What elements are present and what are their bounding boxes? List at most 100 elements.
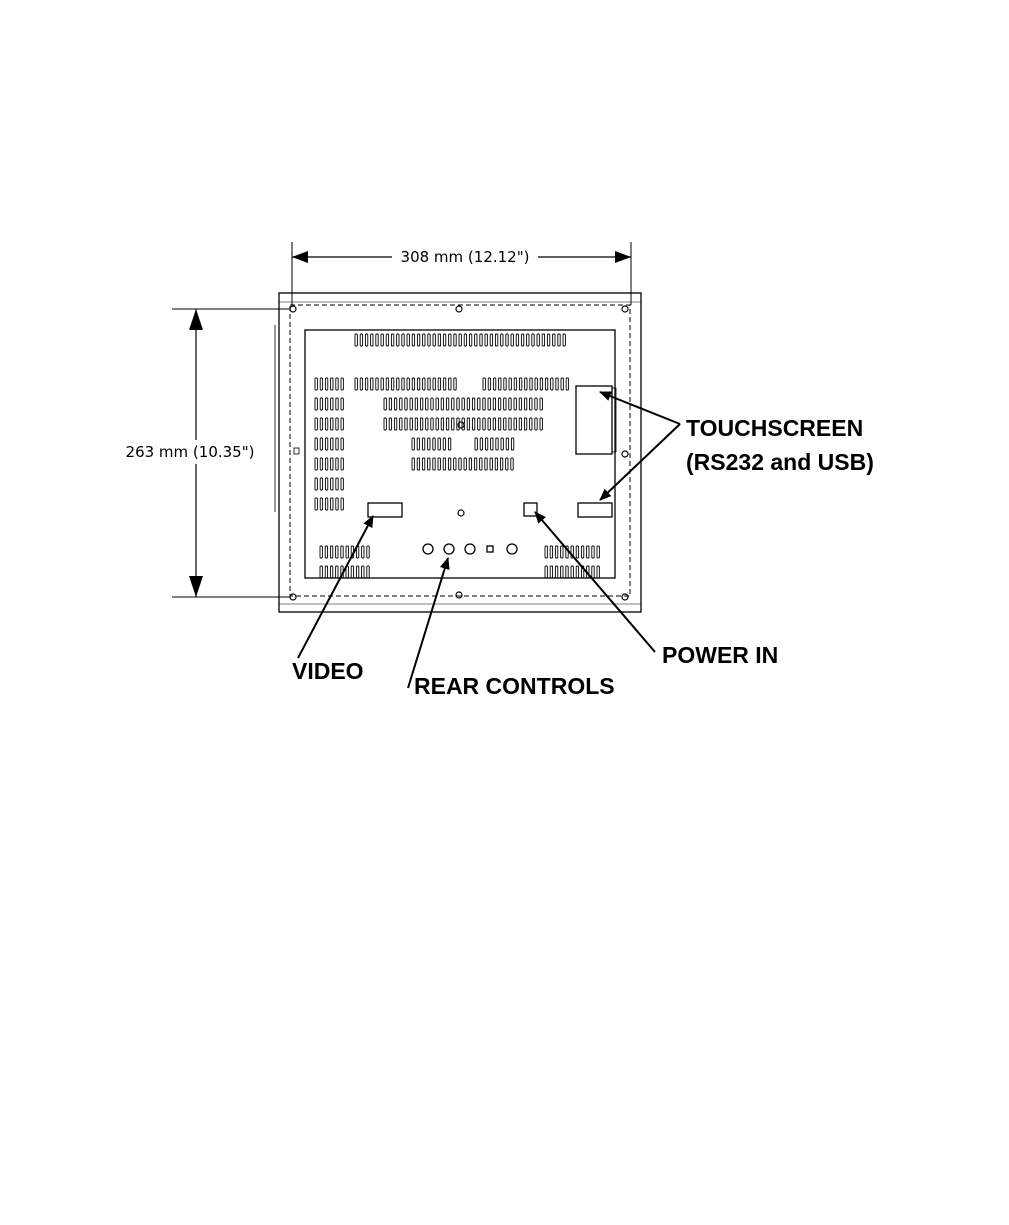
vent-slot	[493, 378, 495, 390]
vent-slot	[581, 546, 583, 558]
vent-slot	[597, 566, 599, 578]
vent-slot	[331, 418, 333, 430]
vent-slot	[371, 334, 373, 346]
touchscreen-label-line1: TOUCHSCREEN	[686, 415, 863, 441]
vent-slot	[561, 378, 563, 390]
vent-slot	[498, 418, 500, 430]
vent-slot	[467, 418, 469, 430]
vent-slot	[561, 546, 563, 558]
width-dimension-label: 308 mm (12.12")	[401, 248, 530, 266]
vent-slot	[428, 334, 430, 346]
vent-slot	[530, 418, 532, 430]
vent-slot	[530, 378, 532, 390]
vent-slot	[422, 458, 424, 470]
vent-slot	[325, 566, 327, 578]
vent-slot	[407, 334, 409, 346]
vent-slot	[355, 334, 357, 346]
vent-slot	[325, 438, 327, 450]
vent-slot	[545, 378, 547, 390]
vent-slot	[480, 458, 482, 470]
vent-slot	[495, 334, 497, 346]
vent-slot	[488, 418, 490, 430]
vent-slot	[545, 546, 547, 558]
vent-slot	[431, 418, 433, 430]
vent-slot	[480, 438, 482, 450]
height-dimension: 263 mm (10.35")	[112, 309, 290, 597]
vent-slot	[391, 334, 393, 346]
vent-slot	[325, 418, 327, 430]
vent-slot	[540, 398, 542, 410]
vent-slot	[535, 398, 537, 410]
vent-slot	[493, 398, 495, 410]
vent-slot	[514, 378, 516, 390]
vent-slot	[320, 478, 322, 490]
vent-slot	[417, 378, 419, 390]
vent-slot	[433, 458, 435, 470]
vent-slot	[336, 498, 338, 510]
vent-slot	[341, 478, 343, 490]
vent-slot	[315, 398, 317, 410]
vent-slot	[553, 334, 555, 346]
vent-slot	[420, 398, 422, 410]
vent-slot	[540, 378, 542, 390]
vent-slot	[446, 398, 448, 410]
vent-slot	[325, 398, 327, 410]
vent-slot	[331, 478, 333, 490]
vent-slot	[320, 378, 322, 390]
vent-slot	[433, 378, 435, 390]
vent-slot	[341, 438, 343, 450]
vent-slot	[381, 378, 383, 390]
callout-arrows	[298, 392, 680, 688]
vent-slot	[592, 566, 594, 578]
vent-slot	[449, 378, 451, 390]
vent-slot	[478, 418, 480, 430]
vent-slot	[428, 378, 430, 390]
vent-slot	[336, 546, 338, 558]
vent-slot	[462, 398, 464, 410]
vent-slot	[459, 334, 461, 346]
vent-slot	[336, 378, 338, 390]
vent-slot	[355, 378, 357, 390]
vent-slot	[402, 334, 404, 346]
vent-slot	[415, 398, 417, 410]
vent-slot	[506, 438, 508, 450]
vent-slot	[521, 334, 523, 346]
vent-slot	[571, 566, 573, 578]
vent-slot	[499, 378, 501, 390]
monitor-chassis	[275, 293, 641, 612]
vent-slot	[511, 334, 513, 346]
vent-slot	[341, 378, 343, 390]
vent-slot	[320, 458, 322, 470]
vent-slot	[448, 458, 450, 470]
vent-slot	[524, 398, 526, 410]
vent-slot	[362, 546, 364, 558]
vent-slot	[431, 398, 433, 410]
vent-slot	[384, 398, 386, 410]
vent-slot	[412, 438, 414, 450]
vent-slot	[550, 566, 552, 578]
vent-slot	[464, 334, 466, 346]
height-dimension-label: 263 mm (10.35")	[126, 443, 255, 461]
vent-slot	[428, 458, 430, 470]
vent-slot	[341, 398, 343, 410]
vent-slot	[438, 378, 440, 390]
vent-slot	[550, 546, 552, 558]
vent-slot	[537, 334, 539, 346]
vent-slot	[433, 334, 435, 346]
vent-slot	[426, 418, 428, 430]
touchscreen-label-line2: (RS232 and USB)	[686, 449, 874, 475]
vent-slot	[446, 418, 448, 430]
vent-slot	[336, 458, 338, 470]
vent-slot	[433, 438, 435, 450]
vent-slot	[519, 398, 521, 410]
vent-slot	[542, 334, 544, 346]
vent-slot	[506, 334, 508, 346]
vent-slot	[346, 546, 348, 558]
vent-slot	[428, 438, 430, 450]
vent-slot	[509, 398, 511, 410]
vent-slot	[422, 438, 424, 450]
vent-slot	[320, 418, 322, 430]
vent-slot	[491, 438, 493, 450]
vent-slot	[330, 566, 332, 578]
